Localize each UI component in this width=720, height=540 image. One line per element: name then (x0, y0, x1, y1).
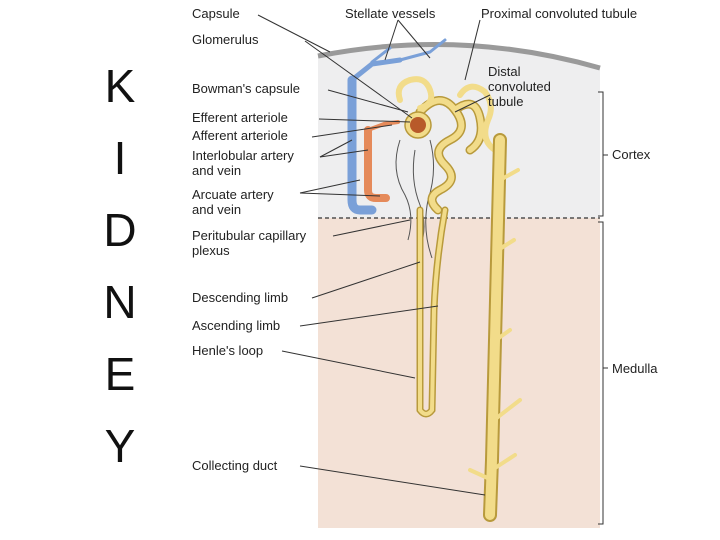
label-proximal-convoluted-tubule: Proximal convoluted tubule (481, 6, 637, 21)
label-capsule: Capsule (192, 6, 240, 21)
side-letter-k: K (104, 60, 136, 112)
label-peritubular-line-2: plexus (192, 243, 230, 258)
label-distal-line-2: convoluted (488, 79, 551, 94)
label-ascending-limb: Ascending limb (192, 318, 280, 333)
label-distal-line-3: tubule (488, 94, 523, 109)
label-interlobular-line-2: and vein (192, 163, 241, 178)
label-peritubular-line-1: Peritubular capillary (192, 228, 307, 243)
label-distal-line-1: Distal (488, 64, 521, 79)
label-cortex: Cortex (612, 147, 651, 162)
label-afferent-arteriole: Afferent arteriole (192, 128, 288, 143)
side-letter-y: Y (104, 420, 136, 472)
label-descending-limb: Descending limb (192, 290, 288, 305)
interlobular-vein (347, 38, 447, 215)
proximal-convoluted-tubule-fill (417, 97, 485, 213)
label-arcuate-line-2: and vein (192, 202, 241, 217)
label-efferent-arteriole: Efferent arteriole (192, 110, 288, 125)
label-medulla: Medulla (612, 361, 658, 376)
glomerulus-shape (410, 117, 426, 133)
side-letter-e: E (104, 348, 136, 400)
label-arcuate-line-1: Arcuate artery (192, 187, 274, 202)
side-letter-n: N (103, 276, 137, 328)
label-glomerulus: Glomerulus (192, 32, 259, 47)
side-letter-d: D (103, 204, 137, 256)
medulla-region (318, 218, 600, 528)
side-letter-i: I (113, 132, 127, 184)
side-title: K I D N E Y (90, 50, 150, 482)
label-bowmans-capsule: Bowman's capsule (192, 81, 300, 96)
kidney-capsule (317, 41, 601, 71)
leader-lines (257, 14, 608, 525)
distal-convoluted-tubule (395, 76, 498, 153)
loop-of-henle (416, 206, 449, 418)
label-stellate-vessels: Stellate vessels (345, 6, 436, 21)
label-henles-loop: Henle's loop (192, 343, 263, 358)
label-interlobular-line-1: Interlobular artery (192, 148, 294, 163)
collecting-duct (468, 133, 522, 522)
label-collecting-duct: Collecting duct (192, 458, 278, 473)
